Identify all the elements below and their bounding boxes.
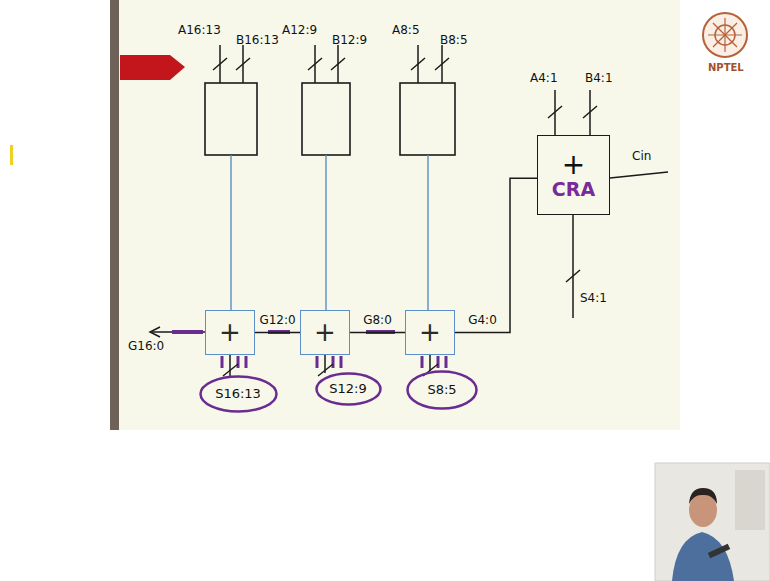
node-label: CRA xyxy=(552,180,595,200)
adder-box: +CRA xyxy=(537,135,610,215)
carry-connector xyxy=(325,355,326,373)
circled-sum: S16:13 xyxy=(199,375,278,413)
signal-name: A16:13 xyxy=(178,24,221,37)
carry-connector xyxy=(455,178,537,332)
circled-sum: S12:9 xyxy=(315,372,382,406)
signal-name: A8:5 xyxy=(392,24,420,37)
node-content: S12:9 xyxy=(329,382,366,396)
adder-box: + xyxy=(405,310,455,355)
carry-connector xyxy=(255,332,300,333)
node-label: S8:5 xyxy=(427,383,456,397)
adder-box: + xyxy=(300,310,350,355)
node-content: S16:13 xyxy=(215,387,261,401)
node-content: + xyxy=(419,319,441,346)
signal-name: A12:9 xyxy=(282,24,317,37)
signal-name: G16:0 xyxy=(128,340,164,353)
signal-name: G12:0 xyxy=(257,314,297,327)
logo-text: NPTEL xyxy=(708,62,744,73)
signal-name: G4:0 xyxy=(466,314,499,327)
signal-name: S4:1 xyxy=(580,292,607,305)
node-label: S16:13 xyxy=(215,387,261,401)
carry-connector xyxy=(230,355,231,376)
operator-symbol: + xyxy=(562,150,585,179)
operator-symbol: + xyxy=(419,319,441,346)
circled-sum: S8:5 xyxy=(406,370,478,410)
signal-name: B12:9 xyxy=(332,34,367,47)
signal-name: Cin xyxy=(632,150,651,163)
adder-box: + xyxy=(205,310,255,355)
node-label: S12:9 xyxy=(329,382,366,396)
node-content: +CRA xyxy=(552,150,595,199)
signal-name: G8:0 xyxy=(361,314,394,327)
signal-name: B16:13 xyxy=(236,34,279,47)
signal-name: A4:1 xyxy=(530,72,558,85)
signal-name: B4:1 xyxy=(585,72,613,85)
node-content: S8:5 xyxy=(427,383,456,397)
node-content: + xyxy=(314,319,336,346)
operator-symbol: + xyxy=(314,319,336,346)
node-content: + xyxy=(219,319,241,346)
carry-connector xyxy=(350,332,405,333)
signal-name: B8:5 xyxy=(440,34,468,47)
operator-symbol: + xyxy=(219,319,241,346)
carry-connector xyxy=(430,355,431,371)
